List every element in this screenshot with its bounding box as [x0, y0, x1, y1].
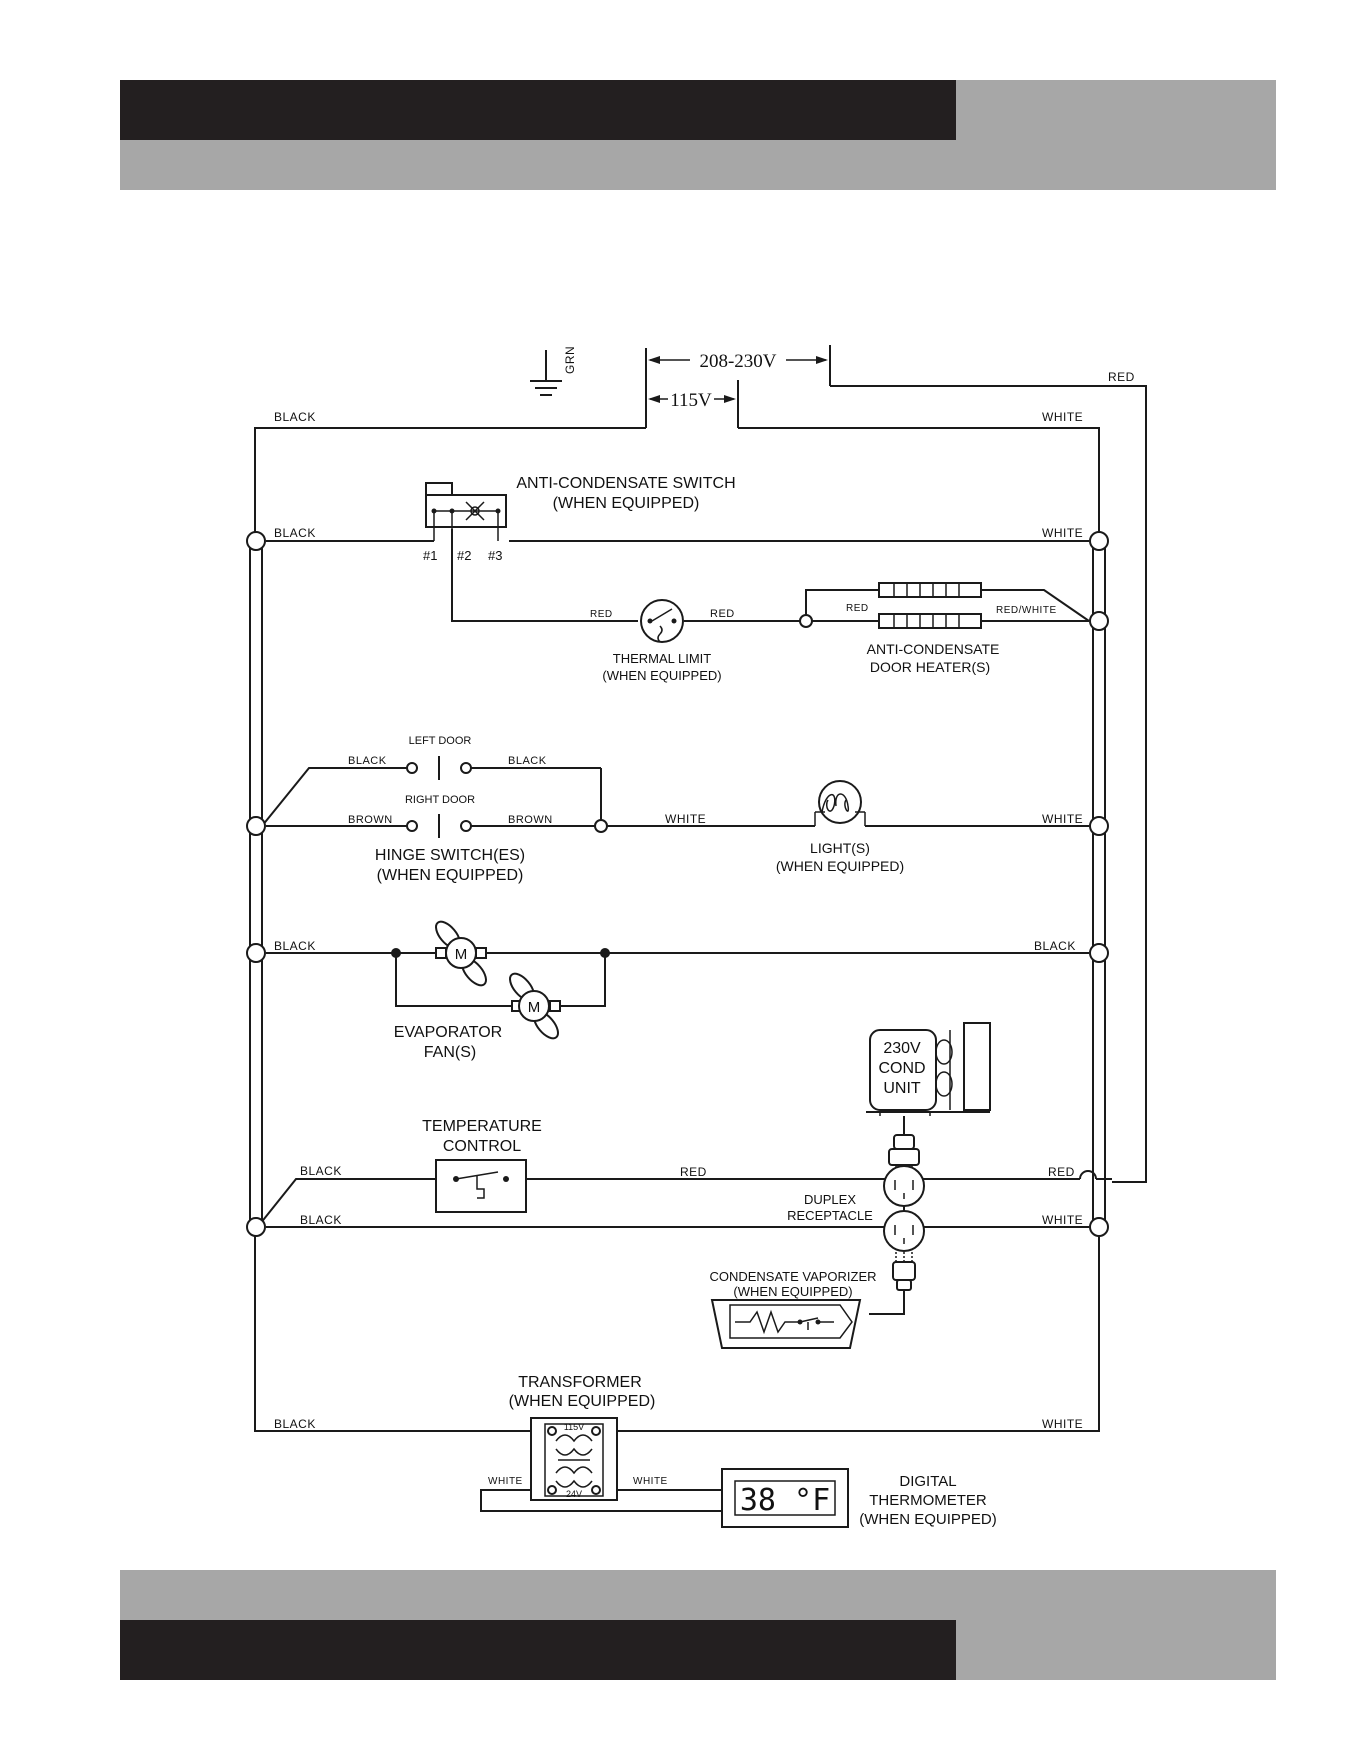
wire-label-red: RED: [710, 608, 735, 620]
thermal-limit-note: (WHEN EQUIPPED): [602, 668, 721, 683]
wire-label-red-white: RED/WHITE: [996, 605, 1057, 616]
anti-condensate-switch: ANTI-CONDENSATE SWITCH (WHEN EQUIPPED) #…: [423, 475, 736, 563]
condensate-vaporizer-note: (WHEN EQUIPPED): [733, 1284, 852, 1299]
header-gray-bar: [120, 140, 1276, 190]
thermometer-title: DIGITAL: [899, 1473, 956, 1490]
duplex-receptacle-subtitle: RECEPTACLE: [787, 1208, 873, 1223]
supply-voltage-markers: 208-230V 115V: [645, 345, 831, 428]
right-door-label: RIGHT DOOR: [405, 794, 475, 806]
hinge-switch-title: HINGE SWITCH(ES): [375, 847, 525, 864]
transformer-note: (WHEN EQUIPPED): [509, 1393, 656, 1410]
wire-label-black: BLACK: [300, 1213, 342, 1227]
digital-thermometer: 38 °F DIGITAL THERMOMETER (WHEN EQUIPPED…: [721, 1468, 997, 1528]
condensate-vaporizer: CONDENSATE VAPORIZER (WHEN EQUIPPED): [709, 1252, 916, 1349]
hinge-switch-note: (WHEN EQUIPPED): [377, 867, 524, 884]
wire-label-red: RED: [846, 603, 869, 614]
wire-label-black: BLACK: [274, 410, 316, 424]
evaporator-fan-motor-label: M: [528, 999, 541, 1016]
wire-label-white: WHITE: [1042, 1213, 1083, 1227]
wire-label-brown: BROWN: [508, 814, 553, 826]
light: LIGHT(S) (WHEN EQUIPPED): [776, 780, 904, 874]
wire-label-white: WHITE: [1042, 812, 1083, 826]
evaporator-fan-title: EVAPORATOR: [394, 1024, 502, 1041]
temperature-control: TEMPERATURE CONTROL: [422, 1118, 542, 1213]
wire-label-black: BLACK: [348, 755, 387, 767]
wire-label-red: RED: [590, 609, 613, 620]
terminal-2-label: #2: [457, 548, 471, 563]
transformer-primary-label: 115V: [564, 1422, 584, 1432]
junction-nodes: [246, 531, 1109, 1237]
wire-label-white: WHITE: [1042, 1417, 1083, 1431]
wire-color-labels: BLACK WHITE RED BLACK WHITE RED RED RED …: [274, 370, 1135, 1487]
ground-label: GRN: [563, 346, 577, 374]
light-title: LIGHT(S): [810, 840, 870, 856]
temperature-control-title: TEMPERATURE: [422, 1118, 542, 1135]
wire-label-red: RED: [1048, 1165, 1075, 1179]
wire-label-white: WHITE: [633, 1476, 668, 1487]
wire-label-white: WHITE: [665, 812, 706, 826]
left-door-label: LEFT DOOR: [409, 735, 472, 747]
condensing-unit: 230V COND UNIT: [866, 1022, 991, 1116]
transformer: 115V 24V TRANSFORMER (WHEN EQUIPPED): [509, 1374, 656, 1501]
terminal-3-label: #3: [488, 548, 502, 563]
wire-label-white: WHITE: [1042, 410, 1083, 424]
voltage-208-230-label: 208-230V: [699, 351, 776, 372]
evaporator-fan-1: M: [435, 920, 487, 987]
cond-unit-line2: COND: [878, 1060, 925, 1077]
terminal-1-label: #1: [423, 548, 437, 563]
footer-gray-bar: [120, 1570, 1276, 1620]
cond-unit-line3: UNIT: [883, 1080, 921, 1097]
thermal-limit: THERMAL LIMIT (WHEN EQUIPPED): [602, 599, 722, 683]
anti-condensate-door-heaters: ANTI-CONDENSATE DOOR HEATER(S): [867, 582, 1000, 675]
wire-label-black: BLACK: [300, 1164, 342, 1178]
footer-dark-bar: [120, 1620, 956, 1680]
anti-condensate-switch-title: ANTI-CONDENSATE SWITCH: [516, 475, 735, 492]
thermal-limit-title: THERMAL LIMIT: [613, 651, 712, 666]
main-wiring: [249, 385, 1147, 1432]
duplex-receptacle: DUPLEX RECEPTACLE: [787, 1165, 925, 1252]
wire-label-white: WHITE: [488, 1476, 523, 1487]
door-heater-title: ANTI-CONDENSATE: [867, 641, 1000, 657]
wire-label-white: WHITE: [1042, 526, 1083, 540]
evaporator-fan-motor-label: M: [455, 946, 468, 963]
duplex-receptacle-title: DUPLEX: [804, 1192, 856, 1207]
wire-label-black: BLACK: [508, 755, 547, 767]
ground-symbol: GRN: [530, 346, 577, 396]
wire-label-brown: BROWN: [348, 814, 393, 826]
evaporator-fan-2: M EVAPORATOR FAN(S): [394, 972, 561, 1061]
anti-condensate-switch-note: (WHEN EQUIPPED): [553, 495, 700, 512]
header-dark-bar: [120, 80, 956, 140]
hinge-switches: LEFT DOOR RIGHT DOOR HINGE SWITCH(ES) (W…: [375, 735, 525, 884]
wire-label-red: RED: [1108, 370, 1135, 384]
wire-label-red: RED: [680, 1165, 707, 1179]
transformer-title: TRANSFORMER: [518, 1374, 642, 1391]
header-gray-bar-right: [956, 80, 1276, 140]
light-note: (WHEN EQUIPPED): [776, 858, 904, 874]
cond-unit-line1: 230V: [883, 1040, 921, 1057]
wire-label-black: BLACK: [1034, 939, 1076, 953]
wire-label-black: BLACK: [274, 1417, 316, 1431]
evaporator-fan-subtitle: FAN(S): [424, 1044, 476, 1061]
thermometer-subtitle: THERMOMETER: [869, 1492, 987, 1509]
transformer-secondary-label: 24V: [566, 1489, 582, 1499]
wire-label-black: BLACK: [274, 526, 316, 540]
thermometer-wiring: [480, 1489, 722, 1512]
footer-gray-bar-right: [956, 1620, 1276, 1680]
wire-label-black: BLACK: [274, 939, 316, 953]
voltage-115-label: 115V: [670, 390, 712, 411]
thermometer-reading: 38 °F: [740, 1483, 830, 1518]
door-heater-subtitle: DOOR HEATER(S): [870, 659, 990, 675]
condensate-vaporizer-title: CONDENSATE VAPORIZER: [709, 1269, 876, 1284]
thermometer-note: (WHEN EQUIPPED): [859, 1511, 997, 1528]
temperature-control-subtitle: CONTROL: [443, 1138, 521, 1155]
